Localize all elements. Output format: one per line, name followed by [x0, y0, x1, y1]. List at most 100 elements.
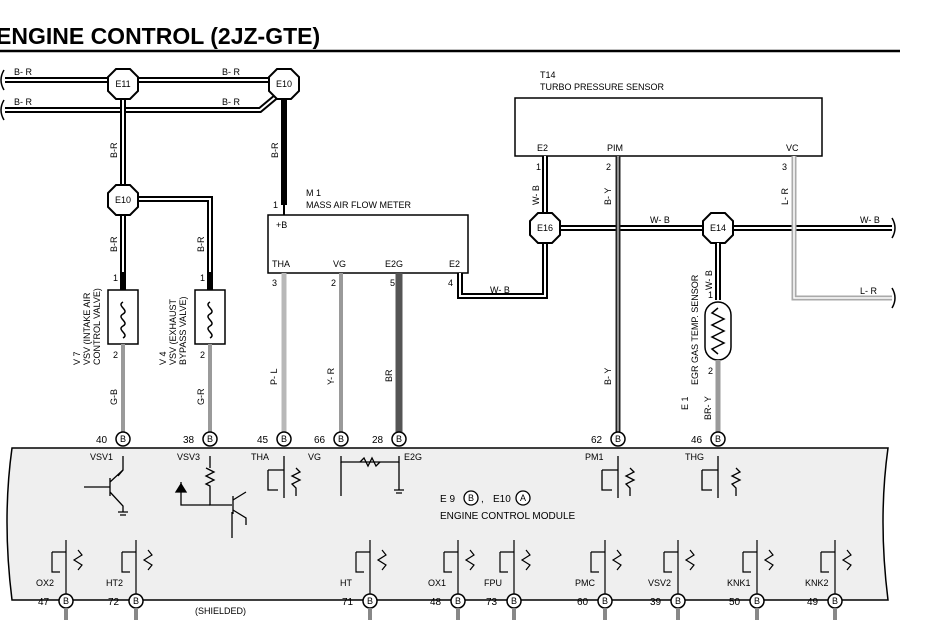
svg-text:E14: E14 — [710, 223, 726, 233]
ecm-pin-label: KNK2 — [805, 578, 829, 588]
pin-number: 1 — [708, 290, 713, 300]
splice-e10-top: E10 — [268, 68, 300, 100]
connector-letter: B — [207, 434, 213, 444]
connector-letter: A — [520, 493, 526, 503]
pin-number: 48 — [430, 597, 442, 608]
pin-number: 1 — [536, 162, 541, 172]
connector-badge — [391, 431, 407, 447]
pin-number: 4 — [448, 278, 453, 288]
component-name: VSV (INTAKE AIR — [82, 292, 92, 365]
ecm-pin-label: VG — [308, 452, 321, 462]
svg-text:E11: E11 — [115, 79, 130, 89]
ecm-internal-symbol — [499, 540, 531, 594]
wire-label: W- B — [650, 215, 670, 225]
connector-letter: B — [63, 596, 69, 606]
wire-label: B-R — [109, 236, 119, 252]
pin-number: 49 — [807, 597, 819, 608]
pin-number: 46 — [691, 435, 703, 446]
pin-number: 2 — [331, 278, 336, 288]
connector-ref: E 9 — [440, 494, 455, 505]
connector-letter: B — [367, 596, 373, 606]
connector-letter: B — [602, 596, 608, 606]
ecm-pin-label: OX1 — [428, 578, 446, 588]
mass-air-flow-meter — [267, 214, 469, 274]
internal-circuits — [84, 456, 742, 538]
connector-letter: B — [511, 596, 517, 606]
pin-label: E2 — [537, 143, 548, 153]
ecm-pin-label: PMC — [575, 578, 596, 588]
connector-letter: B — [281, 434, 287, 444]
component-id: V 4 — [158, 351, 168, 365]
wire-label: G-R — [196, 388, 206, 405]
pin-number: 73 — [486, 597, 498, 608]
connector-letter: B — [133, 596, 139, 606]
connector-badge — [276, 431, 292, 447]
connector-badge — [610, 431, 626, 447]
component-id: M 1 — [306, 188, 321, 198]
pin-number: 5 — [390, 278, 395, 288]
wire-label: W- B — [860, 215, 880, 225]
ecm-internal-symbol — [51, 540, 83, 594]
connector-badge — [710, 431, 726, 447]
wire-label: B- Y — [603, 368, 613, 385]
connector-badge — [202, 431, 218, 447]
pin-number: 28 — [372, 435, 384, 446]
wire-label: B- R — [14, 67, 33, 77]
connector-letter: B — [468, 493, 474, 503]
ecm-internal-symbol — [663, 540, 695, 594]
module-name: ENGINE CONTROL MODULE — [440, 511, 576, 522]
pin-number: 38 — [183, 435, 195, 446]
ecm-pin-label: KNK1 — [727, 578, 751, 588]
vsv-exhaust-coil — [194, 272, 226, 433]
wire-label: L- R — [780, 187, 790, 205]
pin-number: 50 — [729, 597, 741, 608]
page-title: ENGINE CONTROL (2JZ-GTE) — [0, 23, 320, 49]
pin-number: 1 — [200, 273, 205, 283]
pin-number: 62 — [591, 435, 603, 446]
pin-label: VC — [786, 143, 799, 153]
ecm-internal-symbol — [590, 540, 622, 594]
shielded-note: (SHIELDED) — [195, 606, 246, 616]
ecm-pin-label: THA — [251, 452, 269, 462]
component-name: CONTROL VALVE) — [92, 288, 102, 365]
wire-break-left — [0, 99, 5, 121]
wire-label: W- B — [490, 285, 510, 295]
splice-e14: E14 — [702, 212, 734, 244]
wire-break-left — [0, 69, 5, 91]
connector-badge — [515, 490, 531, 506]
engine-control-module — [6, 447, 889, 601]
component-name: EGR GAS TEMP. SENSOR — [690, 274, 700, 385]
egr-gas-temp-sensor — [704, 301, 732, 361]
pin-number: 2 — [606, 162, 611, 172]
component-name: TURBO PRESSURE SENSOR — [540, 82, 665, 92]
svg-text:E10: E10 — [115, 195, 131, 205]
wire-label: L- R — [860, 286, 878, 296]
component-id: V 7 — [72, 351, 82, 365]
wire-label: W- B — [531, 185, 541, 205]
wire-label: B- R — [222, 97, 241, 107]
pin-label: E2 — [449, 259, 460, 269]
wire-label: B- Y — [603, 188, 613, 205]
component-id: E 1 — [680, 396, 690, 410]
svg-text:E16: E16 — [537, 223, 553, 233]
wire-break-right — [891, 217, 896, 239]
pin-label: PIM — [607, 143, 623, 153]
connector-letter: B — [615, 434, 621, 444]
ecm-pin-label: E2G — [404, 452, 422, 462]
ecm-pin-label: FPU — [484, 578, 502, 588]
bottom-wires — [64, 608, 837, 620]
connector-letter: B — [675, 596, 681, 606]
pin-label: VG — [333, 259, 346, 269]
pin-number: 66 — [314, 435, 326, 446]
pin-number: 2 — [113, 350, 118, 360]
